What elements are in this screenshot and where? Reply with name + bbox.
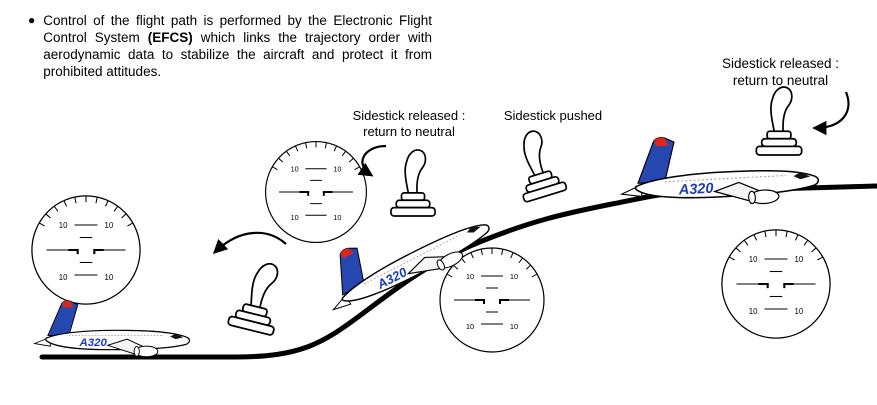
intro-text-after: which links the trajectory order with ae… xyxy=(43,30,432,79)
bullet-icon: ● xyxy=(28,13,36,27)
aircraft-level-left xyxy=(34,300,191,358)
adi-upper-mid xyxy=(264,140,368,244)
arrow-return-left xyxy=(212,231,287,254)
intro-text-before: Control of the flight path is performed … xyxy=(43,13,432,45)
label-sidestick-released-right: Sidestick released : return to neutral xyxy=(698,55,863,89)
adi-left xyxy=(30,194,142,306)
arrow-return-mid xyxy=(357,144,387,177)
label-sidestick-released-right-line1: Sidestick released : xyxy=(721,56,840,71)
label-sidestick-pushed: Sidestick pushed xyxy=(503,108,603,123)
efcs-bold: (EFCS) xyxy=(147,30,193,45)
flight-path-line xyxy=(39,183,877,360)
arrow-return-right xyxy=(812,91,850,136)
sidestick-neutral-right xyxy=(755,86,803,156)
sidestick-pushed xyxy=(504,125,568,204)
intro-paragraph: ● Control of the flight path is performe… xyxy=(28,12,432,80)
label-sidestick-released-mid-line2: return to neutral xyxy=(363,124,455,139)
label-sidestick-released-right-line2: return to neutral xyxy=(732,73,829,88)
label-sidestick-released-mid: Sidestick released : return to neutral xyxy=(338,108,480,140)
sidestick-neutral-mid xyxy=(390,149,436,217)
sidestick-pulled xyxy=(226,256,291,337)
label-sidestick-released-mid-line1: Sidestick released : xyxy=(352,108,466,123)
intro-text: Control of the flight path is performed … xyxy=(43,12,432,80)
adi-right xyxy=(720,228,832,340)
